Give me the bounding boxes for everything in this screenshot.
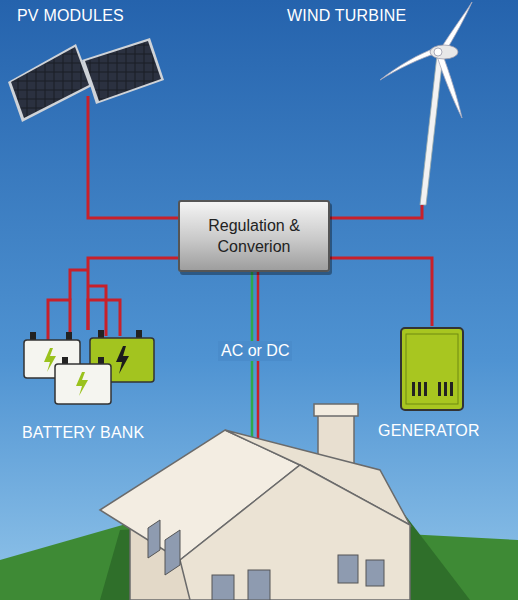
pv-modules: PV MODULES: [5, 5, 170, 106]
generator: [401, 328, 463, 410]
box-label: Regulation & Converion: [192, 215, 316, 257]
power-wire: [88, 258, 178, 330]
power-wire: [88, 106, 178, 218]
power-wire: [330, 258, 432, 326]
part-label: WIND TURBINE: [287, 7, 406, 25]
wind-turbine: WIND TURBINE: [283, 5, 513, 205]
feed-wire: [251, 272, 254, 462]
power-wire: [330, 205, 422, 218]
wind-turbine: [380, 2, 472, 205]
feed-wire: [257, 272, 260, 462]
regulation-box: Regulation & Converion: [178, 200, 330, 272]
generator: GENERATOR: [372, 326, 508, 446]
house: [0, 404, 518, 600]
pv-panels: [8, 38, 164, 122]
part-label: GENERATOR: [378, 422, 480, 440]
battery-bank: BATTERY BANK: [18, 330, 168, 446]
part-label: PV MODULES: [17, 7, 124, 25]
part-label: BATTERY BANK: [22, 424, 144, 442]
battery-bank: [24, 270, 154, 404]
output-label: AC or DC: [218, 341, 292, 361]
